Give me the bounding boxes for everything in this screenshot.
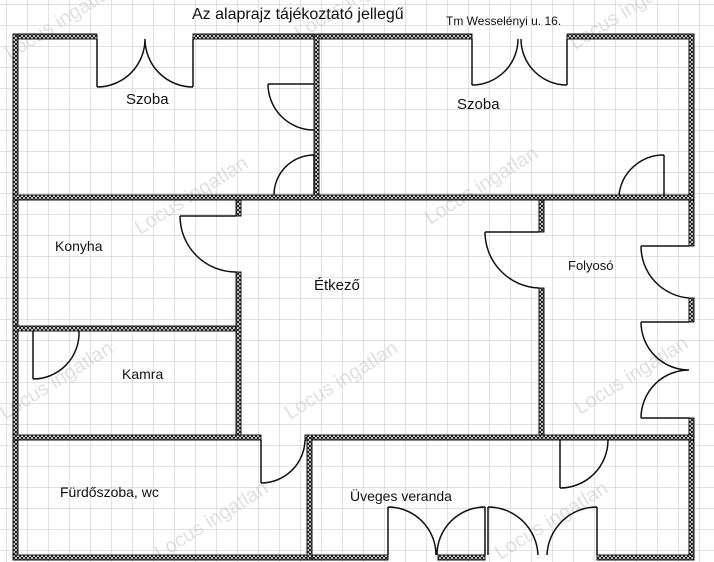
wall-etkezo-folyoso-top (538, 199, 545, 233)
wall-right-upper (688, 33, 695, 247)
wall-right-mid (688, 297, 695, 323)
walls (12, 33, 695, 561)
wall-top-right (566, 33, 695, 40)
room-label-szoba-left: Szoba (126, 91, 169, 108)
wall-konyha-right (235, 271, 242, 438)
room-label-szoba-right: Szoba (457, 96, 500, 113)
wall-konyha-right-top (235, 199, 242, 217)
door-konyha (179, 215, 237, 273)
wall-szoba-bottom (12, 194, 695, 201)
wall-bottom-right (596, 554, 695, 561)
door-veranda-bottom-2 (487, 506, 598, 556)
door-szoba-left-side-2 (273, 154, 315, 196)
door-folyoso-outer (640, 245, 690, 419)
room-label-kamra: Kamra (122, 366, 163, 382)
wall-furdo-veranda (306, 434, 313, 561)
doors (32, 38, 690, 556)
door-kamra (32, 330, 80, 380)
door-etkezo (484, 231, 540, 289)
wall-bottom-left (12, 554, 389, 561)
door-szoba-right-bottom (618, 154, 665, 196)
room-label-veranda: Üveges veranda (350, 487, 452, 504)
door-furdo (260, 439, 306, 484)
room-label-konyha: Konyha (55, 238, 103, 254)
wall-left (12, 33, 19, 561)
wall-lower-horizontal-left (12, 434, 262, 441)
plan-title: Az alaprajz tájékoztató jellegű (192, 6, 404, 23)
wall-bottom-mid (437, 554, 486, 561)
door-szoba-left-side-1 (267, 83, 315, 131)
door-szoba-right-top (471, 38, 568, 86)
room-label-etkezo: Étkező (314, 277, 360, 294)
room-label-furdoszoba: Fürdőszoba, wc (60, 484, 159, 500)
wall-konyha-kamra (12, 325, 237, 332)
door-veranda-bottom-1 (387, 506, 486, 556)
wall-top-mid (192, 33, 473, 40)
wall-lower-horizontal-right (304, 434, 695, 441)
door-veranda-inner (559, 439, 609, 489)
door-szoba-left-top (96, 38, 194, 88)
address: Tm Wesselényi u. 16. (446, 14, 561, 28)
wall-top-left (12, 33, 98, 40)
wall-etkezo-folyoso (538, 287, 545, 439)
room-label-folyoso: Folyosó (568, 258, 614, 273)
